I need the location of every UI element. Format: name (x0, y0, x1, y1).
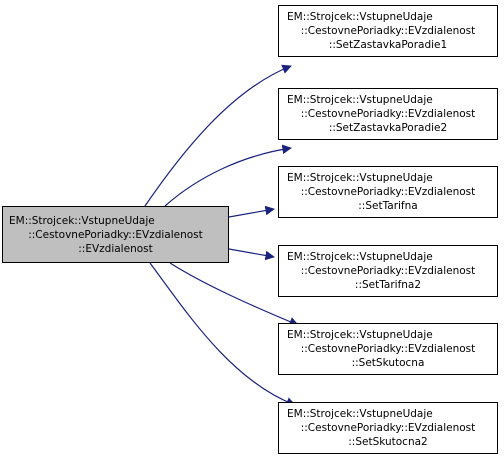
callee-node-line-2: ::CestovnePoriadky::EVzdialenost (300, 25, 476, 37)
callee-node-line-3: ::SetZastavkaPoradie1 (328, 39, 448, 51)
edge-to-setzastavkaporadie1 (144, 64, 292, 207)
callee-node-line-1: EM::Strojcek::VstupneUdaje (287, 251, 433, 263)
callee-node-line-3: ::SetTarifna2 (354, 279, 422, 291)
callee-node-setzastavkaporadie2[interactable]: EM::Strojcek::VstupneUdaje ::CestovnePor… (278, 88, 498, 140)
callee-node-line-1: EM::Strojcek::VstupneUdaje (287, 94, 433, 106)
callee-node-setskutocna[interactable]: EM::Strojcek::VstupneUdaje ::CestovnePor… (278, 323, 498, 375)
root-node-line-2: ::CestovnePoriadky::EVzdialenost (28, 228, 203, 241)
callee-node-line-3: ::SetSkutocna2 (348, 436, 428, 448)
callee-node-line-1: EM::Strojcek::VstupneUdaje (287, 11, 433, 23)
callee-node-line-3: ::SetZastavkaPoradie2 (328, 122, 448, 134)
callee-node-line-2: ::CestovnePoriadky::EVzdialenost (300, 265, 476, 277)
callee-node-line-2: ::CestovnePoriadky::EVzdialenost (300, 186, 476, 198)
root-node-line-3: ::EVzdialenost (78, 242, 153, 255)
edge-to-setskutocna2 (149, 262, 296, 407)
callee-node-line-3: ::SetSkutocna (351, 357, 425, 369)
callee-node-line-2: ::CestovnePoriadky::EVzdialenost (300, 108, 476, 120)
callee-node-line-2: ::CestovnePoriadky::EVzdialenost (300, 343, 476, 355)
root-function-node[interactable]: EM::Strojcek::VstupneUdaje ::CestovnePor… (2, 206, 229, 263)
callee-node-line-1: EM::Strojcek::VstupneUdaje (287, 408, 433, 420)
callee-node-settarifna[interactable]: EM::Strojcek::VstupneUdaje ::CestovnePor… (278, 166, 498, 218)
callee-node-line-2: ::CestovnePoriadky::EVzdialenost (300, 422, 476, 434)
edge-to-settarifna2 (228, 248, 275, 261)
root-node-line-1: EM::Strojcek::VstupneUdaje (9, 214, 155, 227)
callee-node-line-1: EM::Strojcek::VstupneUdaje (287, 172, 433, 184)
edge-to-setzastavkaporadie2 (164, 144, 292, 207)
edge-to-settarifna (228, 205, 275, 218)
callee-node-line-3: ::SetTarifna (358, 200, 418, 212)
callee-node-setzastavkaporadie1[interactable]: EM::Strojcek::VstupneUdaje ::CestovnePor… (278, 5, 498, 57)
callee-node-settarifna2[interactable]: EM::Strojcek::VstupneUdaje ::CestovnePor… (278, 245, 498, 297)
callee-node-line-1: EM::Strojcek::VstupneUdaje (287, 329, 433, 341)
callee-node-setskutocna2[interactable]: EM::Strojcek::VstupneUdaje ::CestovnePor… (278, 402, 498, 454)
edge-to-setskutocna (169, 262, 299, 327)
